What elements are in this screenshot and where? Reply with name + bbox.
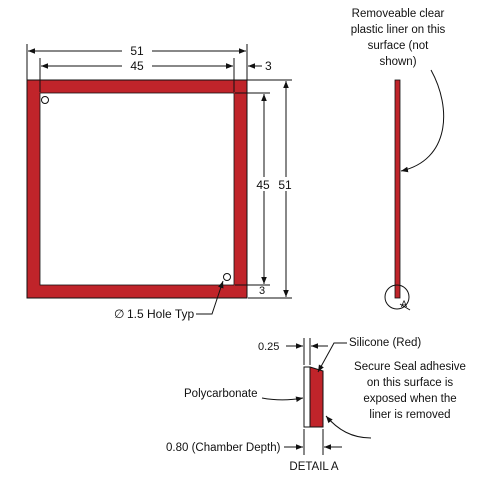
dim-silicone-thickness-label: 0.25 (258, 341, 279, 353)
svg-text:plastic liner on this: plastic liner on this (351, 24, 446, 36)
dim-border-right: 3 (218, 59, 272, 73)
side-profile (394, 79, 401, 299)
dim-border-right-label: 3 (265, 59, 272, 73)
dim-border-bottom-label: 3 (259, 285, 265, 297)
polycarbonate-layer (303, 366, 311, 428)
detail-ref-letter: A (401, 299, 407, 309)
silicone-callout: Silicone (Red) (317, 337, 421, 373)
dim-chamber-depth: 0.80 (Chamber Depth) (166, 429, 342, 455)
side-view: Removeable clear plastic liner on this s… (351, 8, 446, 311)
dim-overall-width-label: 51 (130, 44, 144, 58)
dim-overall-height-label: 51 (278, 178, 292, 192)
svg-text:exposed when the: exposed when the (363, 393, 456, 405)
frame-window (39, 92, 235, 286)
diameter-symbol: ∅ (114, 307, 124, 321)
dim-inner-height: 45 (252, 94, 276, 284)
dim-overall-width: 51 (28, 43, 246, 58)
detail-a-bubble: A (384, 284, 411, 311)
dim-inner-width: 45 (41, 58, 233, 73)
detail-a: 0.25 Silicone (Red) Secure Seal adhesive… (166, 337, 466, 473)
dim-silicone-thickness: 0.25 (258, 338, 328, 365)
polycarbonate-callout: Polycarbonate (184, 388, 304, 403)
front-view: 51 45 3 45 51 (26, 43, 298, 321)
chamber-depth-label: 0.80 (Chamber Depth) (166, 442, 281, 454)
silicone-label: Silicone (Red) (349, 337, 421, 349)
svg-text:shown): shown) (379, 56, 416, 68)
svg-text:surface (not: surface (not (368, 40, 430, 52)
svg-text:on this surface is: on this surface is (367, 377, 454, 389)
silicone-layer (309, 366, 324, 428)
liner-note: Removeable clear plastic liner on this s… (351, 8, 446, 173)
hole-note: 1.5 Hole Typ (127, 307, 194, 321)
svg-text:Removeable clear: Removeable clear (352, 8, 445, 20)
dim-inner-height-label: 45 (256, 178, 270, 192)
hole-top-left (41, 96, 49, 104)
dim-inner-width-label: 45 (130, 59, 144, 73)
hole-bottom-right (223, 273, 231, 281)
adhesive-callout: Secure Seal adhesive on this surface is … (325, 361, 466, 439)
polycarbonate-label: Polycarbonate (184, 388, 258, 400)
dim-overall-height: 51 (274, 81, 298, 297)
dim-border-bottom: 3 (259, 285, 265, 297)
svg-text:Secure Seal adhesive: Secure Seal adhesive (354, 361, 466, 373)
detail-title: DETAIL A (289, 461, 339, 473)
hole-callout: ∅ 1.5 Hole Typ (114, 280, 224, 321)
svg-text:liner is removed: liner is removed (369, 409, 450, 421)
